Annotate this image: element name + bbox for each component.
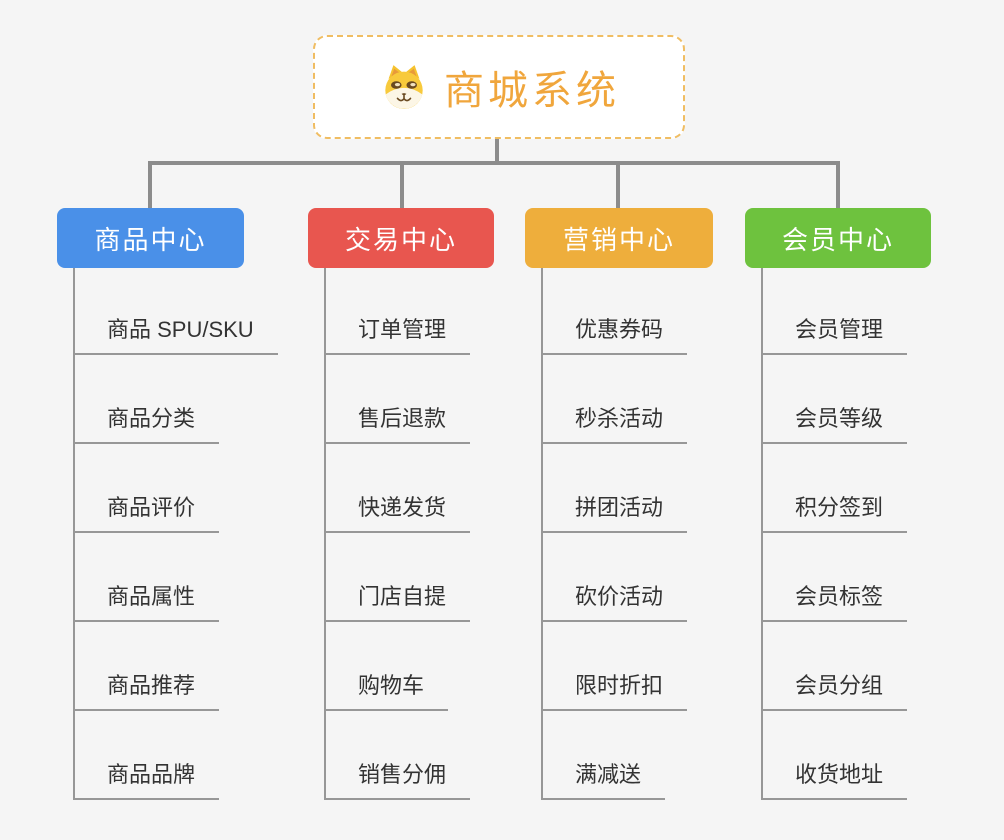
leaf-node[interactable]: 会员标签 [761,582,908,622]
branch-children-trade-center: 订单管理 售后退款 快递发货 门店自提 购物车 销售分佣 [324,268,554,808]
branch-label: 交易中心 [344,224,457,255]
leaf-node[interactable]: 快递发货 [324,493,471,533]
leaf-node[interactable]: 商品推荐 [73,671,220,711]
leaf-node[interactable]: 会员管理 [761,315,908,355]
leaf-node[interactable]: 订单管理 [324,315,471,355]
leaf-node[interactable]: 销售分佣 [324,760,471,800]
branch-trunk-line [73,268,75,799]
leaf-node[interactable]: 会员等级 [761,404,908,444]
leaf-node[interactable]: 满减送 [541,760,666,800]
branch-node-trade-center[interactable]: 交易中心 [308,208,494,268]
branch-label: 商品中心 [94,224,207,255]
leaf-node[interactable]: 会员分组 [761,671,908,711]
branch-node-marketing-center[interactable]: 营销中心 [525,208,713,268]
branch-label: 营销中心 [562,224,675,255]
leaf-node[interactable]: 限时折扣 [541,671,688,711]
branch-children-product-center: 商品 SPU/SKU 商品分类 商品评价 商品属性 商品推荐 商品品牌 [73,268,303,808]
branch-trunk-line [761,268,763,799]
branch-node-member-center[interactable]: 会员中心 [745,208,931,268]
branch-trunk-line [541,268,543,799]
branch-trunk-line [324,268,326,799]
branch-children-marketing-center: 优惠券码 秒杀活动 拼团活动 砍价活动 限时折扣 满减送 [541,268,771,808]
root-node[interactable]: 商城系统 [313,35,685,139]
root-node-label: 商城系统 [444,69,620,113]
leaf-node[interactable]: 商品 SPU/SKU [73,315,278,355]
dog-face-icon [385,65,423,109]
leaf-node[interactable]: 商品分类 [73,404,220,444]
branch-node-product-center[interactable]: 商品中心 [57,208,244,268]
leaf-node[interactable]: 积分签到 [761,493,908,533]
leaf-node[interactable]: 购物车 [324,671,449,711]
leaf-node[interactable]: 售后退款 [324,404,471,444]
branch-label: 会员中心 [781,224,894,255]
leaf-node[interactable]: 秒杀活动 [541,404,688,444]
leaf-node[interactable]: 商品评价 [73,493,220,533]
branch-children-member-center: 会员管理 会员等级 积分签到 会员标签 会员分组 收货地址 [761,268,991,808]
leaf-node[interactable]: 砍价活动 [541,582,688,622]
leaf-node[interactable]: 优惠券码 [541,315,688,355]
leaf-node[interactable]: 收货地址 [761,760,908,800]
leaf-node[interactable]: 门店自提 [324,582,471,622]
leaf-node[interactable]: 拼团活动 [541,493,688,533]
leaf-node[interactable]: 商品品牌 [73,760,220,800]
leaf-node[interactable]: 商品属性 [73,582,220,622]
